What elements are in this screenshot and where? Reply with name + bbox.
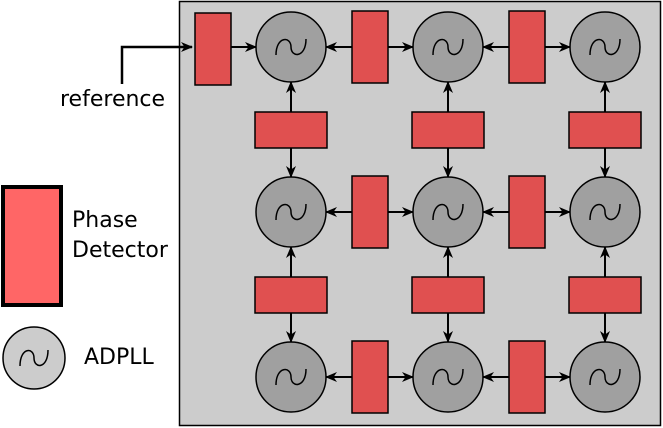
sine-wave-icon	[589, 38, 621, 56]
legend-adpll-swatch	[2, 326, 66, 390]
reference-phase-detector	[194, 12, 232, 86]
phase-detector-v-2-0	[568, 111, 642, 149]
reference-label: reference	[60, 87, 165, 112]
phase-detector-h-0-1	[508, 10, 546, 84]
phase-detector-v-0-0	[254, 111, 328, 149]
legend-adpll-label: ADPLL	[84, 345, 155, 370]
phase-detector-v-0-1	[254, 276, 328, 314]
adpll-node-1-2	[569, 176, 641, 248]
adpll-node-2-1	[412, 341, 484, 413]
sine-wave-icon	[432, 38, 464, 56]
connector-arrows	[231, 42, 610, 382]
sine-wave-icon	[275, 38, 307, 56]
adpll-node-2-0	[255, 341, 327, 413]
adpll-node-0-2	[569, 11, 641, 83]
adpll-node-2-2	[569, 341, 641, 413]
sine-wave-icon	[275, 368, 307, 386]
phase-detector-h-0-0	[351, 10, 389, 84]
adpll-node-0-1	[412, 11, 484, 83]
phase-detectors	[194, 10, 642, 414]
phase-detector-h-1-1	[508, 175, 546, 249]
sine-wave-icon	[432, 203, 464, 221]
legend-phase-detector-label-line1: Phase	[72, 208, 138, 233]
sine-wave-icon	[589, 368, 621, 386]
phase-detector-v-1-0	[411, 111, 485, 149]
adpll-node-1-1	[412, 176, 484, 248]
phase-detector-v-2-1	[568, 276, 642, 314]
adpll-node-1-0	[255, 176, 327, 248]
sine-wave-icon	[589, 203, 621, 221]
reference-arrow	[120, 42, 193, 84]
sine-wave-icon	[275, 203, 307, 221]
sine-wave-icon	[432, 368, 464, 386]
phase-detector-h-2-0	[351, 340, 389, 414]
phase-detector-v-1-1	[411, 276, 485, 314]
phase-detector-h-2-1	[508, 340, 546, 414]
adpll-node-0-0	[255, 11, 327, 83]
legend-phase-detector-swatch	[1, 185, 63, 307]
adpll-nodes	[255, 11, 641, 413]
sine-wave-icon	[19, 349, 49, 367]
phase-detector-h-1-0	[351, 175, 389, 249]
legend-phase-detector-label-line2: Detector	[72, 238, 169, 263]
